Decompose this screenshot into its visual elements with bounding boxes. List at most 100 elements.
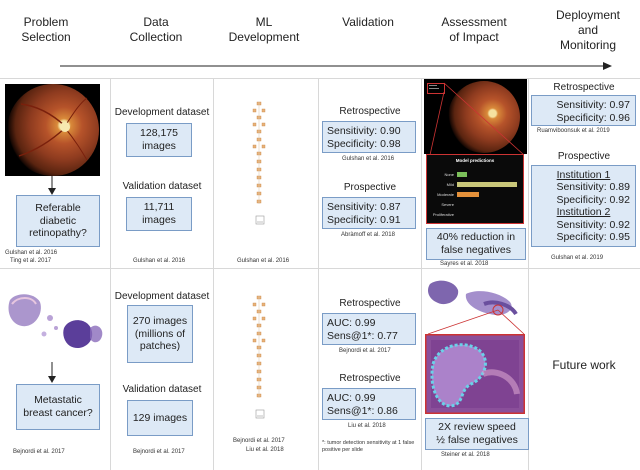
- histology-slide-image: [8, 294, 103, 349]
- development-dataset-label: Development dataset: [114, 291, 210, 302]
- specificity-value: Specificity: 0.98: [327, 137, 401, 150]
- stage-deployment-and-monitoring: Deployment and Monitoring: [555, 8, 621, 52]
- prediction-category-label: Mild: [446, 181, 454, 187]
- stage-problem-selection: Problem Selection: [21, 15, 71, 44]
- deployment-prospective-label: Prospective: [557, 151, 611, 162]
- stage-ml-development: ML Development: [228, 15, 300, 44]
- network-architecture-diagram: [252, 295, 266, 419]
- network-architecture-diagram: [252, 101, 266, 225]
- retrospective-label: Retrospective: [339, 298, 401, 309]
- sens-value: Sens@1*: 0.86: [327, 404, 398, 417]
- citation: Gulshan et al. 2016: [342, 156, 395, 162]
- stage-assessment-of-impact: Assessment of Impact: [441, 15, 507, 44]
- sens-value: Sens@1*: 0.77: [327, 329, 398, 342]
- citation: Bejnordi et al. 2017: [233, 438, 285, 444]
- citation: Liu et al. 2018: [348, 423, 386, 429]
- false-negatives-text: ½ false negatives: [436, 434, 518, 446]
- timeline-arrow: [60, 62, 612, 70]
- validation-dataset-label: Validation dataset: [122, 384, 202, 395]
- retrospective-label: Retrospective: [339, 106, 401, 117]
- retrospective-results-box: Sensitivity: 0.90 Specificity: 0.98: [322, 121, 416, 153]
- retinal-vessels: [18, 97, 88, 161]
- footnote: *: tumor detection sensitivity at 1 fals…: [322, 440, 415, 454]
- impact-box-false-negatives: 40% reduction in false negatives: [426, 228, 526, 260]
- sensitivity-value: Sensitivity: 0.97: [556, 99, 630, 111]
- future-work-label: Future work: [552, 358, 616, 372]
- validation-dataset-box: 129 images: [127, 400, 193, 436]
- deployment-prospective-box: Institution 1 Sensitivity: 0.89 Specific…: [531, 165, 636, 247]
- development-dataset-box: 270 images (millions of patches): [127, 305, 193, 363]
- deployment-retrospective-label: Retrospective: [553, 82, 615, 93]
- column-divider-4: [421, 78, 422, 470]
- citation: Gulshan et al. 2016: [133, 258, 186, 264]
- row-divider-top: [0, 78, 640, 79]
- prospective-label: Prospective: [343, 182, 397, 193]
- citation: Gulshan et al. 2016: [5, 250, 58, 256]
- auc-value: AUC: 0.99: [327, 317, 376, 329]
- prediction-category-label: Proliferative: [432, 211, 454, 217]
- institution-1-heading: Institution 1: [556, 169, 611, 181]
- development-dataset-label: Development dataset: [114, 107, 210, 118]
- impact-box-review-speed: 2X review speed ½ false negatives: [425, 418, 529, 450]
- zoom-connector: [429, 82, 525, 156]
- citation: Gulshan et al. 2016: [237, 258, 290, 264]
- prediction-bar: [457, 171, 467, 177]
- citation: Sayres et al. 2018: [440, 261, 489, 267]
- sensitivity-value: Sensitivity: 0.89: [556, 181, 630, 194]
- column-divider-5: [528, 78, 529, 470]
- problem-box-breast-cancer: Metastatic breast cancer?: [16, 384, 100, 430]
- prediction-category-label: Moderate: [437, 191, 454, 197]
- stage-data-collection: Data Collection: [129, 15, 183, 44]
- problem-box-retinopathy: Referable diabetic retinopathy?: [16, 195, 100, 247]
- citation: Bejnordi et al. 2017: [13, 449, 65, 455]
- column-divider-1: [110, 78, 111, 470]
- prediction-bar: [457, 191, 479, 197]
- column-divider-2: [213, 78, 214, 470]
- retrospective-results-box: AUC: 0.99 Sens@1*: 0.86: [322, 388, 416, 420]
- retrospective-label: Retrospective: [339, 373, 401, 384]
- validation-dataset-label: Validation dataset: [122, 181, 202, 192]
- citation: Bejnordi et al. 2017: [339, 348, 391, 354]
- zoomed-tumor-region: [425, 334, 525, 414]
- specificity-value: Specificity: 0.95: [556, 230, 630, 243]
- column-divider-3: [318, 78, 319, 470]
- prospective-results-box: Sensitivity: 0.87 Specificity: 0.91: [322, 197, 416, 229]
- model-predictions-title: Model predictions: [455, 158, 495, 163]
- auc-value: AUC: 0.99: [327, 392, 376, 404]
- specificity-value: Specificity: 0.91: [327, 213, 401, 226]
- arrow-down-icon: [48, 362, 56, 383]
- citation: Gulshan et al. 2019: [551, 255, 604, 261]
- specificity-value: Specificity: 0.92: [556, 193, 630, 206]
- specificity-value: Specificity: 0.96: [556, 111, 630, 124]
- row-divider-middle: [0, 268, 640, 269]
- citation: Ruamviboonsuk et al. 2019: [537, 128, 610, 134]
- prediction-row: None: [430, 169, 522, 179]
- review-speed-text: 2X review speed: [438, 421, 516, 434]
- validation-dataset-box: 11,711 images: [126, 197, 192, 231]
- prediction-category-label: None: [444, 171, 454, 177]
- citation: Bejnordi et al. 2017: [133, 449, 185, 455]
- citation: Ting et al. 2017: [10, 258, 52, 264]
- prediction-row: Mild: [430, 179, 522, 189]
- prediction-row: Moderate: [430, 189, 522, 199]
- slide-thumbnail: [424, 274, 527, 334]
- prediction-row: Severe: [430, 199, 522, 209]
- citation: Liu et al. 2018: [246, 447, 284, 453]
- sensitivity-value: Sensitivity: 0.92: [556, 218, 630, 231]
- development-dataset-box: 128,175 images: [126, 123, 192, 157]
- citation: Steiner et al. 2018: [441, 452, 490, 458]
- sensitivity-value: Sensitivity: 0.90: [327, 125, 401, 137]
- arrow-down-icon: [48, 176, 56, 195]
- institution-2-heading: Institution 2: [556, 206, 611, 219]
- citation: Abràmoff et al. 2018: [341, 232, 395, 238]
- sensitivity-value: Sensitivity: 0.87: [327, 201, 401, 213]
- stage-validation: Validation: [342, 15, 394, 29]
- deployment-retrospective-box: Sensitivity: 0.97 Specificity: 0.96: [531, 95, 636, 126]
- fundus-photo: [5, 84, 100, 176]
- prediction-bar: [457, 181, 517, 187]
- retrospective-results-box: AUC: 0.99 Sens@1*: 0.77: [322, 313, 416, 345]
- prediction-row: Proliferative: [430, 209, 522, 219]
- prediction-category-label: Severe: [441, 201, 454, 207]
